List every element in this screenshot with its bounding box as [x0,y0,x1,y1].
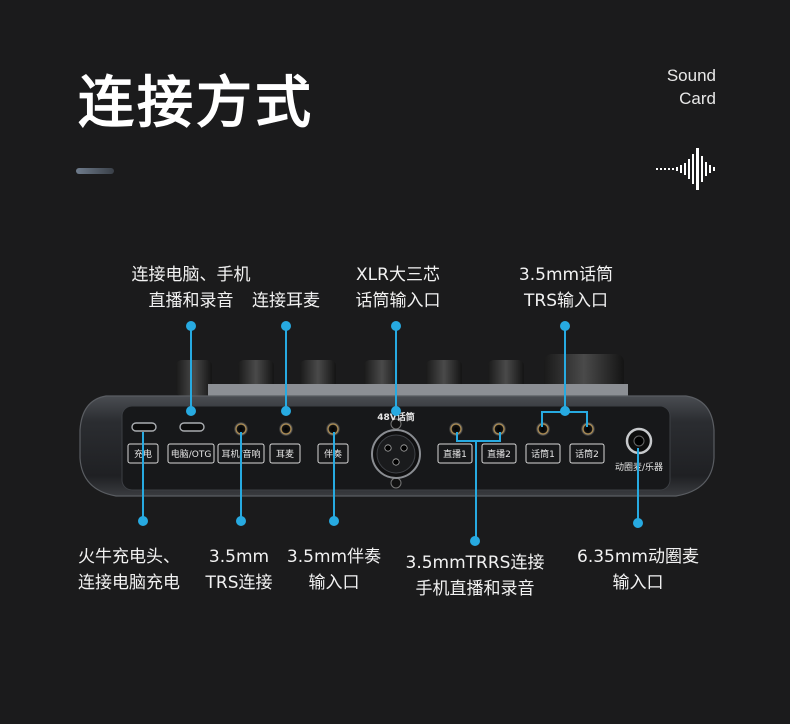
callout-trrs: 3.5mmTRRS连接 手机直播和录音 [400,550,550,602]
callout-dynamic-line2: 输入口 [612,573,664,593]
sound-wave-icon [656,148,715,190]
port-label-pc-otg: 电脑/OTG [171,448,212,460]
callout-xlr-line2: 话筒输入口 [355,291,441,311]
port-label-mic1: 话筒1 [531,448,555,460]
callout-usb-line2: 直播和录音 [148,291,234,311]
callout-xlr: XLR大三芯 话筒输入口 [346,262,450,314]
callout-mic35-line2: TRS输入口 [524,291,608,311]
callout-usb-line1: 连接电脑、手机 [131,265,251,285]
port-label-dynamic: 动圈麦/乐器 [615,461,663,473]
brand-line-1: Sound [666,66,716,85]
knob-row [176,354,628,398]
callout-trrs-line1: 3.5mmTRRS连接 [405,553,545,573]
callout-accompaniment: 3.5mm伴奏 输入口 [282,544,386,596]
callout-trs-line1: 3.5mm [208,547,270,567]
brand-text: Sound Card [667,64,716,110]
callout-dynamic-line1: 6.35mm动圈麦 [577,547,699,567]
callout-trs: 3.5mm TRS连接 [198,544,280,596]
callout-charge: 火牛充电头、 连接电脑充电 [78,544,180,596]
callout-trrs-line2: 手机直播和录音 [415,579,535,599]
callout-mic35-line1: 3.5mm话筒 [518,265,614,285]
port-label-live1: 直播1 [443,448,467,460]
port-label-live2: 直播2 [487,448,511,460]
callout-usb-connection: 连接电脑、手机 直播和录音 [120,262,262,314]
callout-trs-line2: TRS连接 [205,573,273,593]
callout-headset: 连接耳麦 [244,288,328,314]
callout-headset-line1: 连接耳麦 [252,291,320,311]
callout-xlr-line1: XLR大三芯 [356,265,440,285]
port-label-phantom: 48V话筒 [377,411,415,423]
callout-accomp-line2: 输入口 [308,573,360,593]
brand-line-2: Card [679,89,716,108]
callout-dynamic: 6.35mm动圈麦 输入口 [572,544,704,596]
port-label-headset: 耳麦 [276,448,294,460]
callout-accomp-line1: 3.5mm伴奏 [286,547,382,567]
callout-charge-line1: 火牛充电头、 [78,547,180,567]
port-label-mic2: 话筒2 [575,448,599,460]
callout-mic35: 3.5mm话筒 TRS输入口 [514,262,618,314]
title-accent-bar [76,168,114,174]
page-title: 连接方式 [78,71,314,136]
callout-charge-line2: 连接电脑充电 [78,573,180,593]
